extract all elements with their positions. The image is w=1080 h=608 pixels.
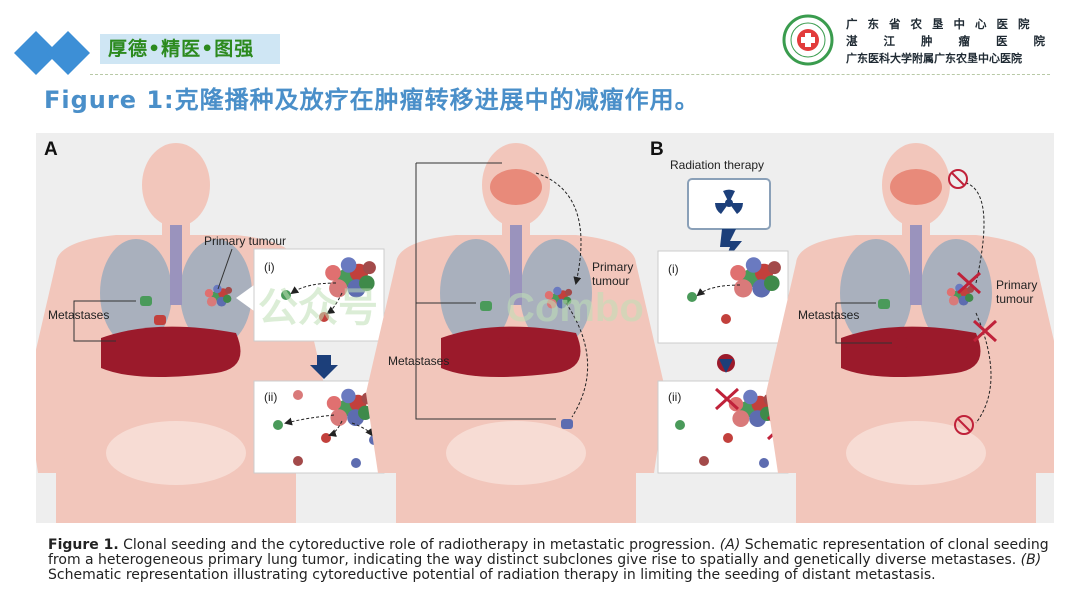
prohibited-icon [948,169,968,189]
figure-illustration: A B Metastases Primary tumour (i) (ii) M… [36,139,1054,523]
inset-i-label-b: (i) [668,262,679,276]
radiation-icon [715,189,743,214]
lightning-icon [720,229,742,263]
arrow-down-icon [310,355,338,379]
inset-i-label-a: (i) [264,260,275,274]
cross-mark-icon [956,271,998,343]
watermark-text-2: Combo [506,286,644,330]
caption-a-label: (A) [719,537,741,553]
caption-text-1: Clonal seeding and the cytoreductive rol… [118,537,720,553]
caption-text-3: Schematic representation illustrating cy… [48,567,936,583]
logo-diamonds-icon [14,31,90,75]
caption-fig-label: Figure 1. [48,537,119,553]
primary-tumour-label-b-1: Primary [996,278,1037,292]
prohibited-icon [954,415,974,435]
metastases-label-b: Metastases [798,308,859,322]
panel-b-label: B [650,139,664,160]
inset-ii-label-a: (ii) [264,390,277,404]
hospital-name-3: 广东医科大学附属广东农垦中心医院 [846,52,1022,65]
primary-tumour-label-a: Primary tumour [204,234,286,248]
caption-text-2: Schematic representation of clonal seedi… [48,537,1049,568]
hospital-logo-icon [782,14,834,66]
primary-tumour-label-mid-1: Primary [592,260,633,274]
watermark-text-1: 公众号 [258,286,378,330]
metastases-label-a: Metastases [48,308,109,322]
hospital-name-1: 广 东 省 农 垦 中 心 医 院 [846,17,1033,31]
primary-tumour-label-b-2: tumour [996,292,1033,306]
inset-ii-label-b: (ii) [668,390,681,404]
panel-a-label: A [44,139,58,160]
slide-title: Figure 1:克隆播种及放疗在肿瘤转移进展中的减瘤作用。 [44,86,700,114]
radiation-therapy-label: Radiation therapy [670,158,764,172]
header-divider [90,74,1050,75]
caption-b-label: (B) [1020,552,1042,568]
figure-panel: A B Metastases Primary tumour (i) (ii) M… [36,133,1054,523]
metastases-label-mid: Metastases [388,354,449,368]
primary-tumour-label-mid-2: tumour [592,274,629,288]
figure-caption: Figure 1. Clonal seeding and the cytored… [48,538,1068,583]
hospital-name-2: 湛 江 肿 瘤 医 院 [846,34,1052,48]
motto-banner: 厚德•精医•图强 [100,34,280,64]
